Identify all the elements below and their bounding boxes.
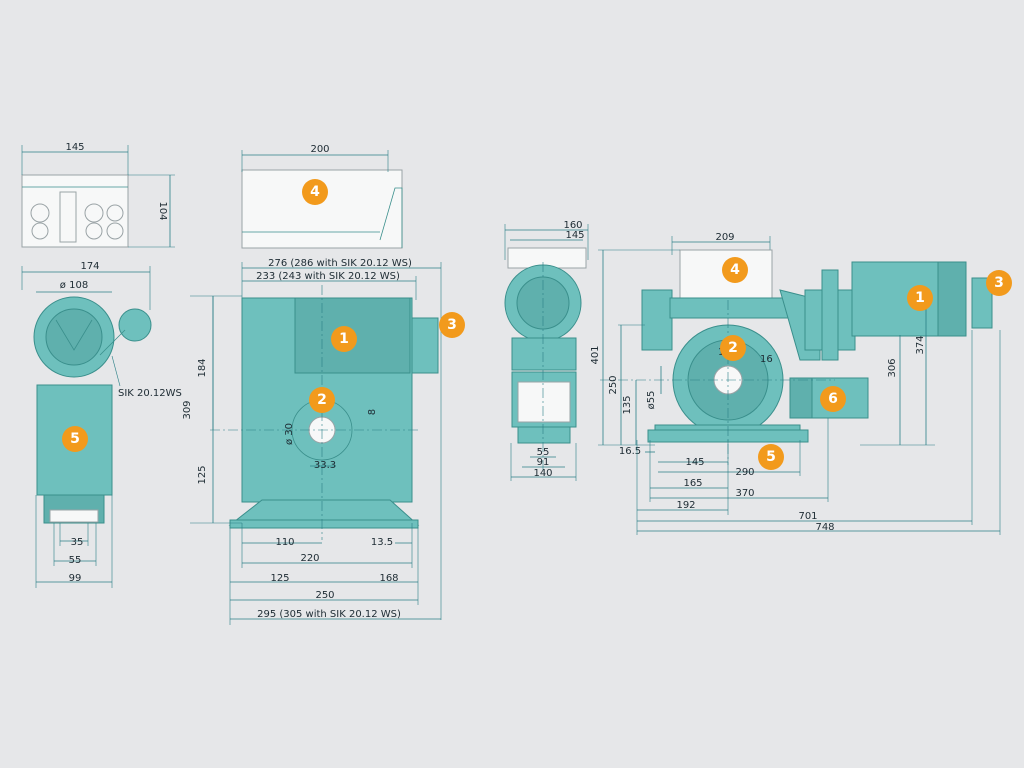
svg-text:5: 5	[766, 449, 776, 465]
view-c-machine	[504, 247, 587, 444]
dim-233: 233 (243 with SIK 20.12 WS)	[256, 271, 400, 282]
dim-99: 99	[69, 573, 82, 584]
callout-d3: 3	[986, 270, 1012, 296]
callout-d2: 2	[720, 335, 746, 361]
callout-2: 2	[309, 387, 335, 413]
callout-d5: 5	[758, 444, 784, 470]
callout-5: 5	[62, 426, 88, 452]
svg-text:3: 3	[447, 317, 457, 333]
dim-d145: 145	[685, 457, 704, 468]
dim-125h: 125	[270, 573, 289, 584]
dim-200: 200	[310, 144, 329, 155]
dim-184: 184	[197, 358, 208, 377]
dim-160: 160	[563, 220, 582, 231]
dim-16-5: 16.5	[619, 446, 641, 457]
dim-748: 748	[815, 522, 834, 533]
callout-4: 4	[302, 179, 328, 205]
dim-33: 33.3	[314, 460, 336, 471]
dim-168: 168	[379, 573, 398, 584]
dim-35: 35	[71, 537, 84, 548]
dim-165: 165	[683, 478, 702, 489]
dim-220: 220	[300, 553, 319, 564]
callout-d1: 1	[907, 285, 933, 311]
dim-145: 145	[565, 230, 584, 241]
dim-701: 701	[798, 511, 817, 522]
dim-dia108: ø 108	[60, 280, 88, 291]
dim-174: 174	[80, 261, 99, 272]
dim-110: 110	[275, 537, 294, 548]
dim-309: 309	[182, 400, 193, 419]
svg-text:1: 1	[915, 290, 925, 306]
svg-text:2: 2	[317, 392, 327, 408]
svg-text:6: 6	[828, 391, 838, 407]
callout-1: 1	[331, 326, 357, 352]
dim-dia30: ø 30	[284, 423, 295, 445]
svg-text:4: 4	[730, 262, 740, 278]
dim-370: 370	[735, 488, 754, 499]
callout-d4: 4	[722, 257, 748, 283]
dim-135: 135	[622, 395, 633, 414]
dim-145: 145	[65, 142, 84, 153]
view-c: 160 145 55 91 140	[504, 220, 589, 481]
dim-c140: 140	[533, 468, 552, 479]
view-a-machine	[33, 296, 152, 524]
dim-192: 192	[676, 500, 695, 511]
dim-276: 276 (286 with SIK 20.12 WS)	[268, 258, 412, 269]
dim-8: 8	[367, 409, 378, 415]
dim-250: 250	[315, 590, 334, 601]
dim-104: 104	[157, 201, 168, 220]
dim-13-5: 13.5	[371, 537, 393, 548]
svg-text:5: 5	[70, 431, 80, 447]
callout-3: 3	[439, 312, 465, 338]
dim-16b: 16	[760, 354, 773, 365]
dim-295: 295 (305 with SIK 20.12 WS)	[257, 609, 401, 620]
dim-dia55: ø55	[646, 391, 657, 410]
dim-55: 55	[69, 555, 82, 566]
view-d-machine	[641, 249, 993, 443]
view-b: 200 276 (286 with SIK 20.12 WS) 233 (243…	[182, 144, 465, 625]
dim-250: 250	[608, 375, 619, 394]
svg-text:4: 4	[310, 184, 320, 200]
svg-text:1: 1	[339, 331, 349, 347]
dim-209: 209	[715, 232, 734, 243]
view-a-top-box	[21, 174, 129, 248]
svg-text:3: 3	[994, 275, 1004, 291]
dim-c91: 91	[537, 457, 550, 468]
handwheel-label: SIK 20.12WS	[118, 388, 182, 399]
dim-306: 306	[887, 358, 898, 377]
callout-d6: 6	[820, 386, 846, 412]
dim-401: 401	[590, 345, 601, 364]
dim-374: 374	[915, 335, 926, 354]
view-d: 209 101 401 250	[590, 232, 1012, 535]
dim-125v: 125	[197, 465, 208, 484]
dim-290: 290	[735, 467, 754, 478]
dim-c55: 55	[537, 447, 550, 458]
svg-text:2: 2	[728, 340, 738, 356]
view-a: 145 104 174 ø 108 SIK 20.12WS 35 55	[21, 142, 182, 588]
